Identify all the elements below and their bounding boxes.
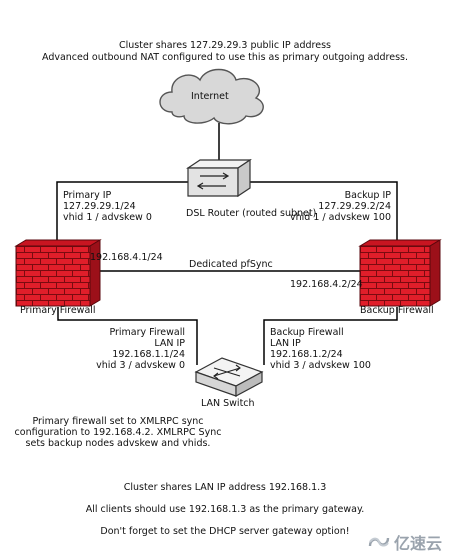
backup-firewall-icon <box>358 239 442 307</box>
watermark-text: 亿速云 <box>393 534 442 553</box>
connection-lines <box>56 123 398 365</box>
backup-lan-sub: LAN IP <box>270 338 301 349</box>
footer-line-2: All clients should use 192.168.1.3 as th… <box>85 504 365 515</box>
primary-firewall-icon <box>14 239 102 307</box>
internet-cloud-icon <box>159 68 264 125</box>
pfsync-primary-ip: 192.168.4.1/24 <box>90 252 163 263</box>
primary-wan-title: Primary IP <box>63 190 112 201</box>
backup-wan-vhid: vhid 1 / advskew 100 <box>290 212 391 223</box>
primary-firewall-label: Primary Firewall <box>20 305 96 316</box>
link-router-primary <box>56 181 190 242</box>
link-router-backup <box>248 181 398 242</box>
header-line-1: Cluster shares 127.29.29.3 public IP add… <box>119 40 331 51</box>
lan-switch-icon <box>194 357 264 398</box>
primary-wan-ip: 127.29.29.1/24 <box>63 201 136 212</box>
backup-lan-vhid: vhid 3 / advskew 100 <box>270 360 371 371</box>
backup-wan-ip: 127.29.29.2/24 <box>318 201 391 212</box>
backup-firewall-label: Backup Firewall <box>360 305 434 316</box>
primary-wan-vhid: vhid 1 / advskew 0 <box>63 212 152 223</box>
sync-note-line-1: Primary firewall set to XMLRPC sync <box>32 416 204 427</box>
router-label: DSL Router (routed subnet) <box>186 208 317 219</box>
watermark-logo-icon <box>368 537 390 547</box>
backup-wan-title: Backup IP <box>344 190 391 201</box>
backup-lan-ip: 192.168.1.2/24 <box>270 349 343 360</box>
link-primary-switch <box>57 307 198 365</box>
primary-lan-sub: LAN IP <box>154 338 185 349</box>
router-icon <box>186 158 252 198</box>
primary-lan-ip: 192.168.1.1/24 <box>112 349 185 360</box>
internet-label: Internet <box>191 91 229 102</box>
header-line-2: Advanced outbound NAT configured to use … <box>41 52 408 63</box>
footer-line-3: Don't forget to set the DHCP server gate… <box>100 526 350 537</box>
pfsync-backup-ip: 192.168.4.2/24 <box>290 279 363 290</box>
sync-note-line-2: configuration to 192.168.4.2. XMLRPC Syn… <box>14 427 222 438</box>
pfsync-label: Dedicated pfSync <box>189 259 273 270</box>
footer-line-1: Cluster shares LAN IP address 192.168.1.… <box>123 482 327 493</box>
sync-note-line-3: sets backup nodes advskew and vhids. <box>25 438 211 449</box>
watermark: 亿速云 <box>368 530 442 554</box>
backup-lan-title: Backup Firewall <box>270 327 344 338</box>
link-backup-switch <box>263 307 398 365</box>
primary-lan-vhid: vhid 3 / advskew 0 <box>96 360 185 371</box>
switch-label: LAN Switch <box>201 398 255 409</box>
primary-lan-title: Primary Firewall <box>109 327 185 338</box>
